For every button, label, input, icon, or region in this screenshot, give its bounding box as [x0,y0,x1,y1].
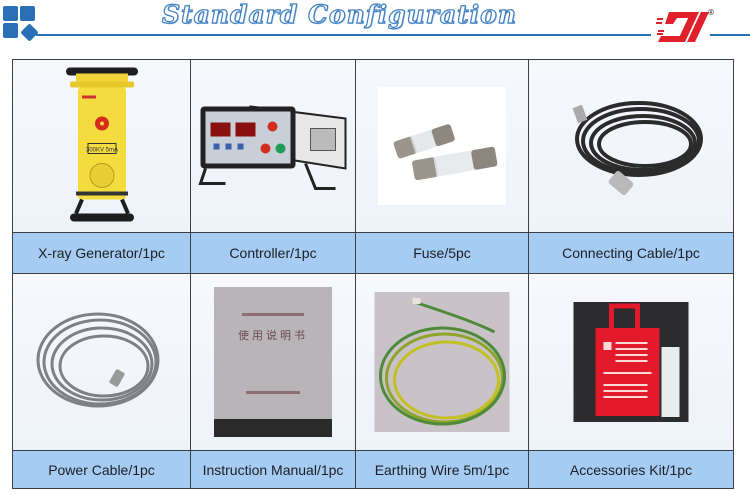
connecting-cable-icon [572,101,703,195]
item-label-power-cable: Power Cable/1pc [13,451,191,488]
item-image-controller [191,60,356,233]
item-label-earthing-wire: Earthing Wire 5m/1pc [356,451,529,488]
item-label-instruction-manual: Instruction Manual/1pc [191,451,356,488]
item-image-fuse [356,60,529,233]
item-image-xray-generator: 300KV 5mA [13,60,191,233]
item-image-accessories-kit [529,274,733,451]
header-divider-right [710,34,750,36]
item-label-fuse: Fuse/5pc [356,233,529,274]
svg-text:使用说明书: 使用说明书 [238,328,308,342]
item-image-earthing-wire [356,274,529,451]
xray-generator-icon: 300KV 5mA [65,67,138,222]
header-divider-left [36,34,651,36]
earthing-wire-icon [374,292,510,432]
svg-text:300KV 5mA: 300KV 5mA [85,148,117,154]
item-image-connecting-cable [529,60,733,233]
configuration-grid: 300KV 5mA [12,59,734,489]
blue-squares-logo-icon [3,6,39,46]
fuse-icon [378,87,506,205]
accessories-kit-icon [573,302,689,422]
header: Standard Configuration ® [0,0,750,52]
brand-logo-icon [656,12,709,42]
item-image-instruction-manual: 使用说明书 [191,274,356,451]
item-label-connecting-cable: Connecting Cable/1pc [529,233,733,274]
item-label-accessories-kit: Accessories Kit/1pc [529,451,733,488]
registered-mark: ® [707,8,715,17]
controller-icon [198,105,347,190]
power-cable-icon [36,312,159,408]
instruction-manual-icon: 使用说明书 [214,287,332,437]
item-label-xray-generator: X-ray Generator/1pc [13,233,191,274]
item-label-controller: Controller/1pc [191,233,356,274]
page-title: Standard Configuration [161,0,517,30]
item-image-power-cable [13,274,191,451]
